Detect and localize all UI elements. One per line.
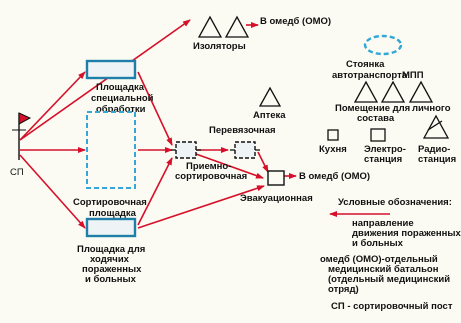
sorting-post-flag-icon	[12, 112, 32, 160]
special-treatment-label-3: обработки	[96, 104, 146, 115]
legend-omedb-def-1: омедб (ОМО)-отдельный	[320, 254, 438, 265]
power-label-1: Электро-	[364, 144, 406, 155]
walking-area-label-1: Площадка для	[77, 244, 145, 255]
arrow-sp-to-special-treatment	[19, 71, 86, 141]
dressing-room-icon	[230, 141, 260, 159]
kitchen-label: Кухня	[319, 144, 347, 155]
arrow-sp-to-walking-area	[19, 154, 86, 229]
special-treatment-label-2: специальной	[91, 93, 154, 104]
arrow-walking-to-evacuation	[137, 185, 265, 229]
reception-sorting-icon	[171, 141, 201, 159]
kitchen-icon	[327, 129, 339, 141]
arrow-special-to-reception	[137, 71, 173, 146]
legend-arrow-desc-1: направление	[352, 218, 414, 229]
vehicle-parking-label-2: автотранспорта	[332, 70, 408, 81]
legend-omedb-def-3: (отдельный медицинский	[328, 274, 450, 285]
walking-area-label-3: пораженных	[82, 264, 142, 275]
flow-arrows	[19, 19, 297, 229]
evacuation-icon	[267, 170, 285, 186]
power-label-2: станция	[364, 154, 402, 165]
power-station-icon	[370, 128, 386, 142]
legend-sp-def: СП - сортировочный пост	[331, 301, 453, 312]
special-treatment-label-1: Площадка	[96, 82, 145, 93]
radio-station-icon	[422, 114, 450, 139]
isolators-label: Изоляторы	[193, 41, 246, 52]
legend-omedb-def-2: медицинский батальон	[328, 264, 439, 275]
reception-label-2: сортировочная	[175, 171, 247, 182]
staff-room-label-1: Помещение для	[335, 103, 410, 114]
staff-room-label-2: личного	[412, 103, 451, 114]
walking-area-label-2: ходячих	[90, 254, 130, 265]
walking-area-label-4: и больных	[85, 274, 137, 285]
to-omedb-evac-label: В омедб (ОМО)	[299, 171, 370, 182]
to-omedb-top-label: В омедб (ОМО)	[260, 16, 331, 27]
vehicle-parking-icon	[363, 34, 403, 56]
isolators-icon	[197, 15, 250, 38]
mpp-label: МПП	[402, 70, 424, 81]
sorting-area-label-1: Сортировочная	[73, 197, 147, 208]
pharmacy-icon	[258, 86, 282, 107]
vehicle-parking-label-1: Стоянка	[346, 59, 385, 70]
dressing-label: Перевязочная	[209, 125, 276, 136]
walking-patients-area	[85, 217, 137, 238]
legend-omedb-def-4: отряд)	[328, 284, 359, 295]
pharmacy-label: Аптека	[253, 110, 286, 121]
sorting-area	[86, 111, 136, 189]
arrow-walking-to-reception	[137, 157, 173, 226]
special-treatment-area	[85, 59, 137, 80]
evacuation-label: Эвакуационная	[240, 193, 313, 204]
legend-arrow-desc-2: движения пораженных	[352, 228, 461, 239]
staff-room-icon	[353, 80, 434, 103]
arrow-reception-to-evacuation	[195, 153, 264, 179]
sorting-area-label-2: площадка	[89, 208, 137, 219]
legend-arrow-desc-3: и больных	[352, 238, 404, 249]
radio-label-1: Радио-	[418, 144, 450, 155]
staff-room-label-3: состава	[357, 113, 395, 124]
arrow-sp-to-isolators	[19, 19, 191, 141]
sp-label: СП	[10, 167, 24, 178]
arrow-dressing-to-evacuation	[257, 151, 269, 173]
legend: Условные обозначения: направление движен…	[320, 197, 461, 312]
reception-label-1: Приемно-	[186, 161, 231, 172]
legend-title: Условные обозначения:	[338, 197, 452, 208]
radio-label-2: станция	[418, 154, 456, 165]
